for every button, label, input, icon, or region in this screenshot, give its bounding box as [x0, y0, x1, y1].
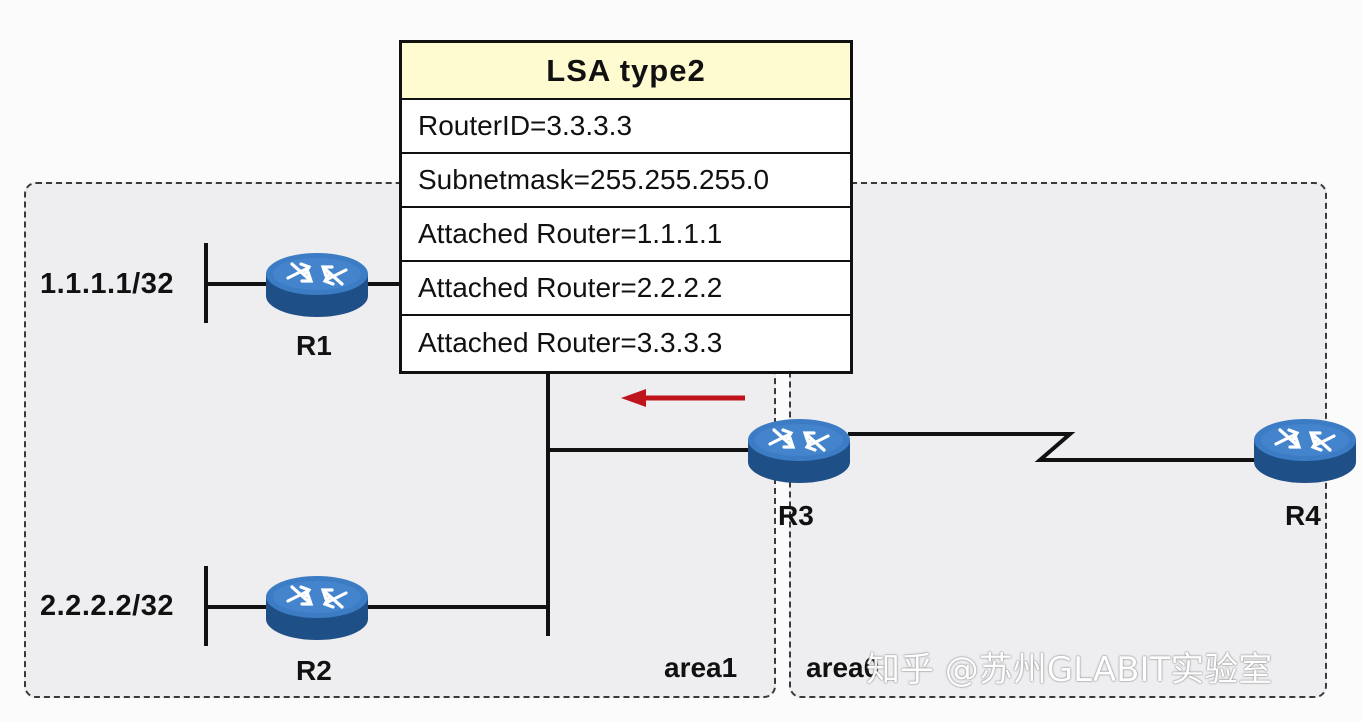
- serial-link-r3-r4: [848, 432, 1258, 462]
- router-label-r4: R4: [1285, 500, 1321, 531]
- lsa-title: LSA type2: [402, 43, 850, 100]
- network-label-1: 1.1.1.1/32: [40, 268, 174, 300]
- lsa-row-attached-3: Attached Router=3.3.3.3: [418, 327, 723, 358]
- network-label-2: 2.2.2.2/32: [40, 590, 174, 622]
- area1-label: area1: [664, 652, 738, 683]
- watermark-text: 知乎 @苏州GLABIT实验室: [866, 650, 1273, 690]
- area0-label: area0: [806, 652, 880, 683]
- router-r2-icon: [264, 574, 370, 642]
- router-label-r1: R1: [296, 330, 332, 361]
- router-label-r3: R3: [778, 500, 814, 531]
- flood-arrow-head: [621, 389, 646, 407]
- lsa-row-subnetmask: Subnetmask=255.255.255.0: [402, 154, 850, 208]
- lsa-row-router-id: RouterID=3.3.3.3: [402, 100, 850, 154]
- lsa-row-attached-2: Attached Router=2.2.2.2: [402, 262, 850, 316]
- router-r3-icon: [746, 417, 852, 485]
- router-r1-icon: [264, 251, 370, 319]
- area0-region: [789, 182, 1327, 698]
- router-label-r2: R2: [296, 655, 332, 686]
- router-r4-icon: [1252, 417, 1358, 485]
- lsa-row-attached-1: Attached Router=1.1.1.1: [402, 208, 850, 262]
- lsa-type2-table: LSA type2 RouterID=3.3.3.3 Subnetmask=25…: [399, 40, 853, 374]
